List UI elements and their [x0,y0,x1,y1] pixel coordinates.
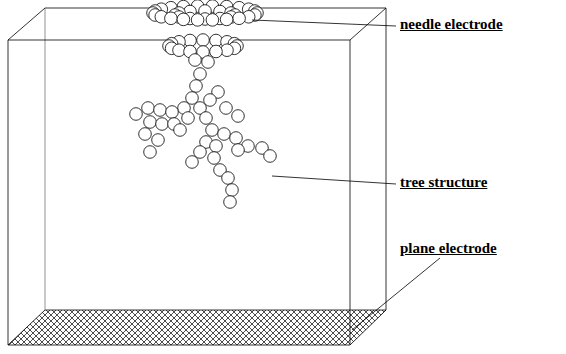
particle [144,146,157,159]
particle [208,152,221,165]
particle [186,156,199,169]
particle [130,108,143,121]
particle [226,184,239,197]
particle [139,128,152,141]
particle [220,13,233,26]
particle [165,12,178,25]
particle [210,140,223,153]
particle [202,56,215,69]
particle [177,13,190,26]
particle [152,134,165,147]
particle [232,144,245,157]
particle [210,45,223,58]
particle [189,54,202,67]
particle [166,106,179,119]
particle [194,68,207,81]
particle [174,124,187,137]
particle [173,44,186,57]
particle [182,112,195,125]
particle [232,110,245,123]
particle [154,104,167,117]
particle [191,14,204,27]
particle [156,118,169,131]
particle [264,150,277,163]
particle [200,112,213,125]
part-label: tree structure [398,174,489,191]
particle [206,124,219,137]
particle [222,172,235,185]
particle [190,80,203,93]
plane-electrode-floor [8,310,386,345]
particle [142,102,155,115]
part-label: plane electrode [398,240,499,257]
part-label: needle electrode [398,16,505,33]
particle [206,14,219,27]
particle [230,132,243,145]
particle [224,196,237,209]
particle [221,44,234,57]
particle [197,34,210,47]
particle [144,116,157,129]
particle [220,102,233,115]
particle [233,12,246,25]
particles [130,0,277,208]
particle [218,128,231,141]
tank-box [8,8,386,345]
